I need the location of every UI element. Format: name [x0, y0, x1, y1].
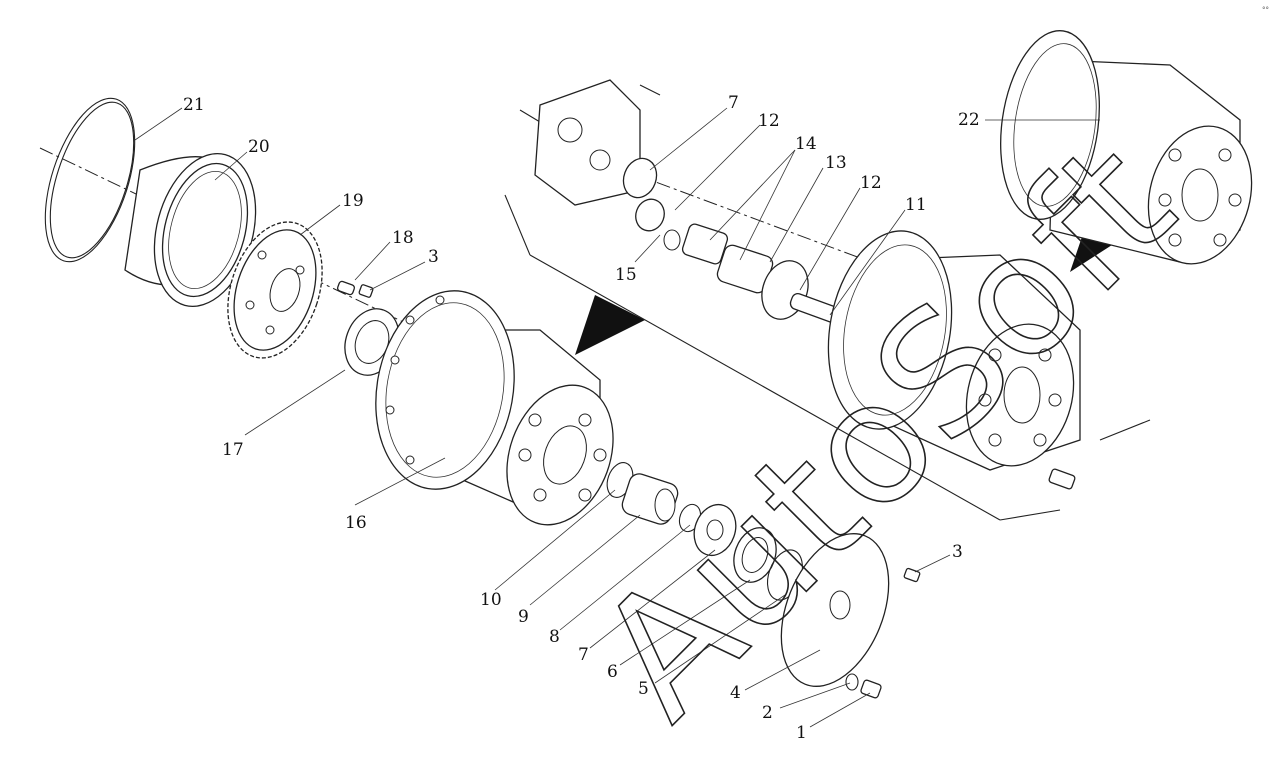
bolt-18 [336, 280, 374, 298]
callout-17: 17 [222, 440, 244, 460]
callout-12-top: 12 [758, 111, 780, 131]
callout-3-bottom: 3 [952, 542, 963, 562]
planet-carrier-gear-19 [227, 221, 323, 359]
thrust-plate-7 [693, 503, 737, 557]
hub-housing-16 [375, 290, 614, 526]
callout-21: 21 [183, 95, 205, 115]
callout-10: 10 [480, 590, 502, 610]
direction-arrow-left [575, 295, 645, 355]
callout-9: 9 [518, 607, 529, 627]
planet-gear-14 [681, 223, 729, 265]
callout-2: 2 [762, 703, 773, 723]
callout-labels: 21 20 19 18 3 17 16 7 12 14 13 12 11 15 … [183, 93, 980, 743]
corner-mark: °° [1262, 6, 1269, 14]
callout-1: 1 [796, 723, 807, 743]
leader-lines [134, 107, 1100, 728]
callout-5: 5 [638, 679, 649, 699]
inset-frame [504, 84, 1151, 521]
callout-18: 18 [392, 228, 414, 248]
callout-12-mid: 12 [860, 173, 882, 193]
bolt-3 [903, 567, 921, 583]
callout-4: 4 [730, 683, 741, 703]
callout-15: 15 [615, 265, 637, 285]
callout-8: 8 [549, 627, 560, 647]
hub-housing-inset [827, 230, 1081, 490]
plug-1 [860, 679, 882, 699]
callout-3-top: 3 [428, 247, 439, 267]
callout-13: 13 [825, 153, 847, 173]
cover-4 [780, 533, 890, 687]
hub-assembly-22 [1000, 30, 1253, 265]
callout-14: 14 [795, 134, 817, 154]
planet-gear-9 [621, 473, 679, 525]
carrier-bracket-7 [534, 79, 681, 251]
callout-16: 16 [345, 513, 367, 533]
callout-19: 19 [342, 191, 364, 211]
callout-7-top: 7 [728, 93, 739, 113]
ring-gear-20 [124, 152, 257, 308]
callout-7-bottom: 7 [578, 645, 589, 665]
callout-6: 6 [607, 662, 618, 682]
callout-22: 22 [958, 110, 980, 130]
callout-11: 11 [905, 195, 927, 215]
o-ring-2 [845, 673, 859, 691]
thrust-washer-6 [733, 527, 777, 583]
callout-20: 20 [248, 137, 270, 157]
